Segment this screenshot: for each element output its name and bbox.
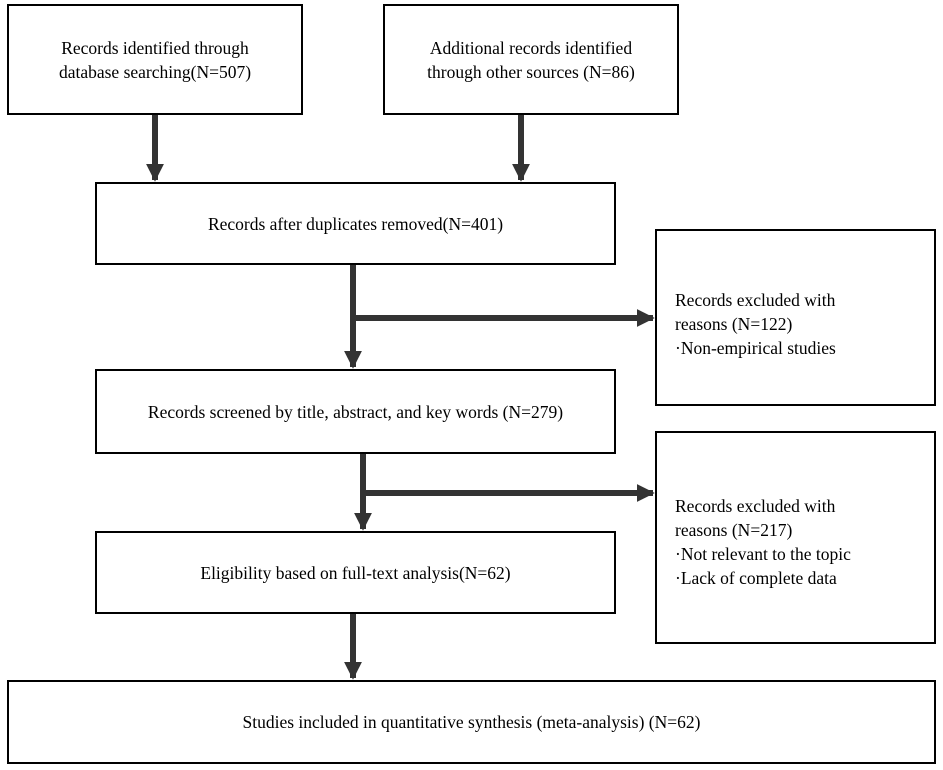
box-records-screened-text: Records screened by title, abstract, and… bbox=[147, 401, 564, 422]
box-excluded-1-line-1: Records excluded with bbox=[675, 290, 836, 310]
box-records-screened: Records screened by title, abstract, and… bbox=[95, 369, 616, 454]
box-studies-included-text: Studies included in quantitative synthes… bbox=[242, 712, 701, 732]
box-additional-records-line-2: through other sources (N=86) bbox=[427, 61, 635, 82]
box-excluded-1-line-2: reasons (N=122) bbox=[675, 314, 793, 334]
box-excluded-1: Records excluded with reasons (N=122) ·N… bbox=[655, 229, 936, 406]
box-excluded-2: Records excluded with reasons (N=217) ·N… bbox=[655, 431, 936, 644]
box-duplicates-removed: Records after duplicates removed(N=401) bbox=[95, 182, 616, 265]
box-duplicates-removed-text: Records after duplicates removed(N=401) bbox=[207, 213, 504, 234]
box-eligibility-text: Eligibility based on full-text analysis(… bbox=[200, 562, 511, 583]
box-excluded-2-line-3: ·Not relevant to the topic bbox=[675, 544, 851, 564]
box-eligibility: Eligibility based on full-text analysis(… bbox=[95, 531, 616, 614]
box-additional-records-line-1: Additional records identified bbox=[429, 37, 633, 58]
box-excluded-2-line-2: reasons (N=217) bbox=[675, 520, 793, 540]
box-studies-included: Studies included in quantitative synthes… bbox=[7, 680, 936, 764]
box-records-identified-database: Records identified through database sear… bbox=[7, 4, 303, 115]
box-excluded-1-line-3: ·Non-empirical studies bbox=[675, 338, 836, 358]
box-records-identified-database-line-1: Records identified through bbox=[61, 37, 249, 58]
box-additional-records: Additional records identified through ot… bbox=[383, 4, 679, 115]
box-excluded-2-line-4: ·Lack of complete data bbox=[675, 568, 837, 588]
box-records-identified-database-line-2: database searching(N=507) bbox=[58, 61, 252, 82]
box-excluded-2-line-1: Records excluded with bbox=[675, 496, 836, 516]
